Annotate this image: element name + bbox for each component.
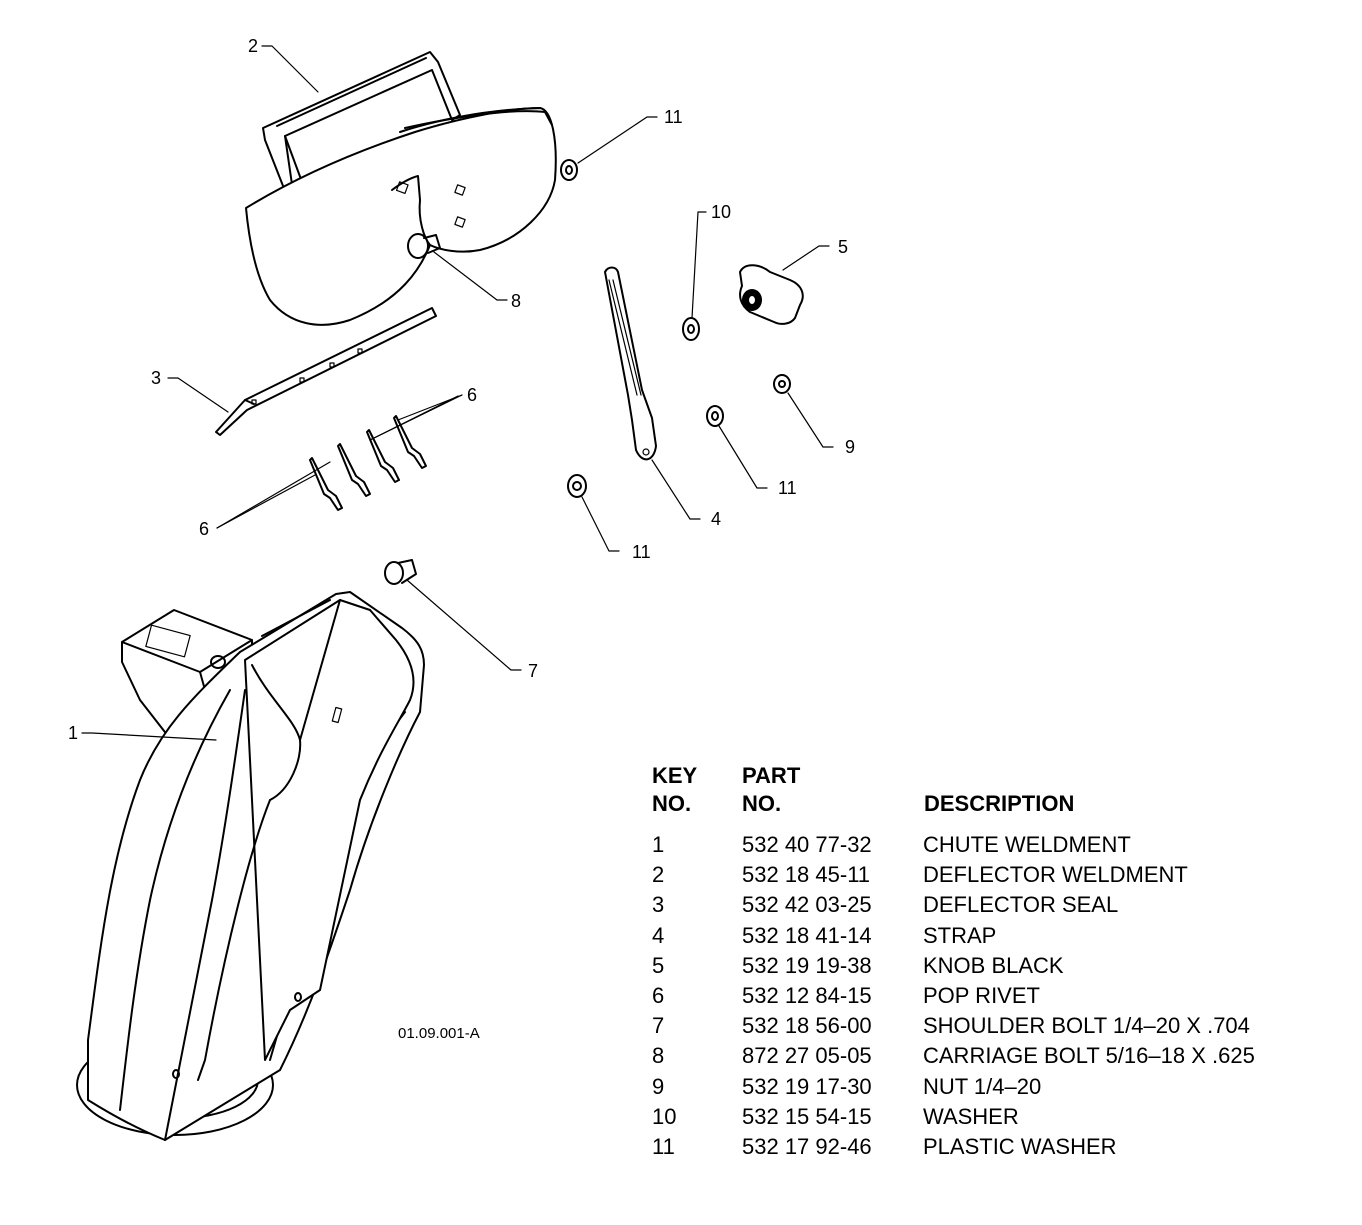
knob-part [739, 264, 804, 325]
row-description: DEFLECTOR SEAL [923, 892, 1119, 918]
table-row: 7 532 18 56-00 SHOULDER BOLT 1/4–20 X .704 [652, 1011, 1332, 1041]
table-row: 1 532 40 77-32 CHUTE WELDMENT [652, 830, 1332, 860]
part-header-line1: PART [742, 763, 801, 788]
table-row: 9 532 19 17-30 NUT 1/4–20 [652, 1072, 1332, 1102]
row-key-no: 8 [652, 1043, 665, 1069]
washer-parts [560, 159, 791, 498]
row-part-no: 532 19 19-38 [742, 952, 872, 978]
row-description: CARRIAGE BOLT 5/16–18 X .625 [923, 1043, 1255, 1069]
callout-11-middle: 11 [778, 478, 797, 498]
row-description: STRAP [923, 922, 997, 948]
row-part-no: 532 18 56-00 [742, 1013, 872, 1039]
callout-8: 8 [511, 291, 521, 311]
parts-table-header: KEY NO. PART NO. DESCRIPTION [652, 762, 1332, 820]
row-part-no: 532 12 84-15 [742, 982, 872, 1008]
row-description: PLASTIC WASHER [923, 1133, 1117, 1159]
row-key-no: 9 [652, 1073, 665, 1099]
table-row: 4 532 18 41-14 STRAP [652, 921, 1332, 951]
description-header: DESCRIPTION [924, 791, 1075, 816]
table-row: 10 532 15 54-15 WASHER [652, 1102, 1332, 1132]
row-part-no: 532 15 54-15 [742, 1103, 872, 1129]
deflector-weldment-part [245, 51, 557, 326]
callout-5: 5 [838, 237, 848, 257]
callout-1: 1 [68, 723, 78, 743]
callout-2: 2 [248, 36, 258, 56]
callout-4: 4 [711, 509, 721, 529]
row-part-no: 532 40 77-32 [742, 832, 872, 857]
key-header-line2: NO. [652, 791, 692, 816]
key-header-line1: KEY [652, 763, 698, 788]
table-row: 6 532 12 84-15 POP RIVET [652, 981, 1332, 1011]
callout-6-lower: 6 [199, 519, 209, 539]
row-description: NUT 1/4–20 [923, 1073, 1042, 1099]
callout-9: 9 [845, 437, 855, 457]
row-part-no: 532 17 92-46 [742, 1133, 872, 1159]
drawing-reference: 01.09.001-A [398, 1025, 480, 1042]
table-row: 5 532 19 19-38 KNOB BLACK [652, 951, 1332, 981]
row-description: DEFLECTOR WELDMENT [923, 862, 1188, 888]
shoulder-bolt-part [384, 559, 417, 585]
table-row: 3 532 42 03-25 DEFLECTOR SEAL [652, 890, 1332, 920]
row-key-no: 1 [652, 832, 665, 857]
row-key-no: 4 [652, 922, 665, 948]
table-row: 2 532 18 45-11 DEFLECTOR WELDMENT [652, 860, 1332, 890]
chute-weldment-part [76, 591, 425, 1141]
row-key-no: 6 [652, 982, 665, 1008]
row-description: SHOULDER BOLT 1/4–20 X .704 [923, 1013, 1250, 1039]
carriage-bolt-part [407, 233, 441, 259]
key-no-header: KEY NO. [652, 762, 732, 818]
callout-7: 7 [528, 661, 538, 681]
row-description: CHUTE WELDMENT [923, 832, 1131, 857]
row-description: WASHER [923, 1103, 1019, 1129]
row-part-no: 872 27 05-05 [742, 1043, 872, 1069]
row-key-no: 2 [652, 862, 665, 888]
strap-part [604, 266, 657, 461]
part-header-line2: NO. [742, 791, 782, 816]
callout-10: 10 [711, 202, 731, 222]
row-key-no: 7 [652, 1013, 665, 1039]
callout-11-top: 11 [664, 107, 683, 127]
row-description: KNOB BLACK [923, 952, 1064, 978]
row-part-no: 532 42 03-25 [742, 892, 872, 918]
pop-rivets-part [309, 415, 427, 511]
row-part-no: 532 19 17-30 [742, 1073, 872, 1099]
row-key-no: 10 [652, 1103, 677, 1129]
callout-6-upper: 6 [467, 385, 477, 405]
leader-lines [81, 45, 834, 741]
callout-numbers: 1 2 3 4 5 6 6 7 8 9 10 11 11 11 01.09.00… [68, 36, 855, 1042]
callout-11-bottom: 11 [632, 542, 651, 562]
table-row: 8 872 27 05-05 CARRIAGE BOLT 5/16–18 X .62… [652, 1041, 1332, 1071]
row-part-no: 532 18 41-14 [742, 922, 872, 948]
part-no-header: PART NO. [742, 762, 902, 818]
row-key-no: 3 [652, 892, 665, 918]
row-description: POP RIVET [923, 982, 1040, 1008]
row-key-no: 11 [652, 1133, 675, 1159]
deflector-seal-part [215, 307, 437, 436]
table-row: 11 532 17 92-46 PLASTIC WASHER [652, 1132, 1332, 1162]
row-key-no: 5 [652, 952, 665, 978]
callout-3: 3 [151, 368, 161, 388]
parts-list-table: KEY NO. PART NO. DESCRIPTION 1 532 40 77-… [652, 762, 1332, 1162]
parts-table-rows: 1 532 40 77-32 CHUTE WELDMENT 2 532 18 45-11… [652, 830, 1332, 1162]
row-part-no: 532 18 45-11 [742, 862, 871, 888]
